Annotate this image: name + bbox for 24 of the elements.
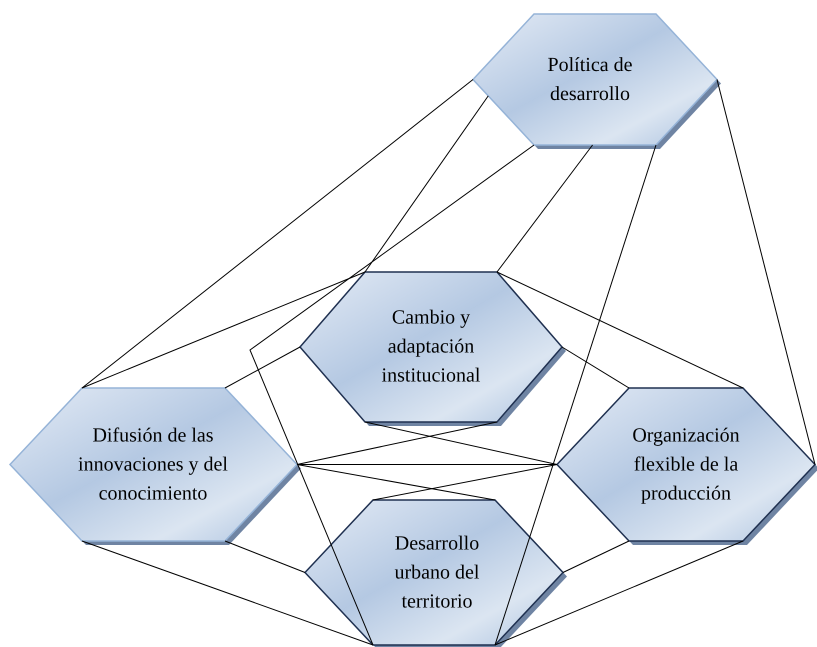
connector-line xyxy=(716,79,816,465)
connector-line xyxy=(296,422,498,465)
connector-line xyxy=(494,144,656,646)
connector-line xyxy=(494,540,744,646)
connector-line xyxy=(249,144,534,646)
connector-line xyxy=(224,540,306,573)
connector-line xyxy=(496,144,594,272)
connector-line xyxy=(496,272,744,388)
connector-line xyxy=(372,464,558,500)
connector-line xyxy=(364,95,489,272)
connector-line xyxy=(562,540,630,573)
connector-line xyxy=(364,422,558,465)
connector-line xyxy=(562,346,630,388)
connector-line xyxy=(296,464,558,465)
node-label: Desarrollo urbano del territorio xyxy=(394,531,480,614)
node-label: Cambio y adaptación institucional xyxy=(380,306,482,388)
node-label: Organización flexible de la producción xyxy=(631,423,741,506)
connector-line xyxy=(82,540,374,646)
node-label: Difusión de las innovaciones y del conocimiento xyxy=(77,423,229,506)
connector-line xyxy=(82,272,366,388)
connector-line xyxy=(224,346,300,388)
node-label: Política de desarrollo xyxy=(546,52,634,106)
connector-line xyxy=(82,79,474,388)
connector-line xyxy=(296,464,496,500)
